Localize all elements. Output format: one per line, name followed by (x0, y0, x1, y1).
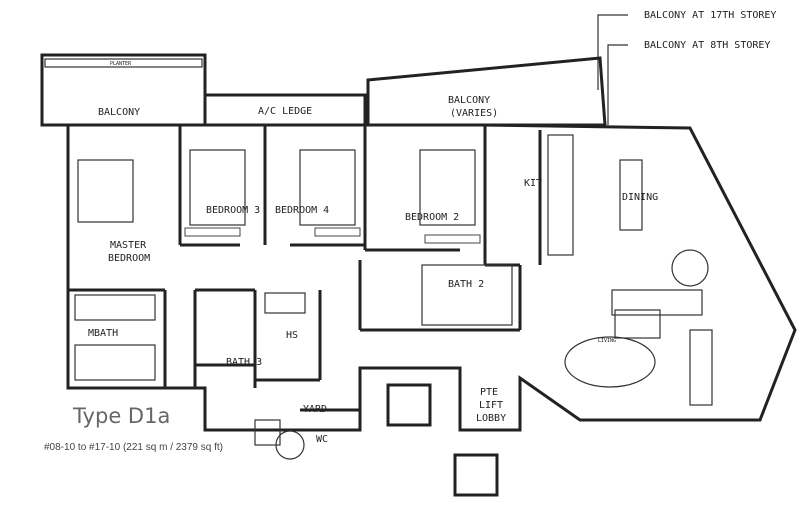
balcony-varies-label: BALCONY (448, 95, 490, 106)
bath2-label: BATH 2 (448, 279, 484, 290)
exterior-walls (66, 123, 797, 432)
balcony-varies-note: (VARIES) (450, 108, 498, 119)
hs-label: HS (286, 330, 298, 341)
unit-type-title: Type D1a (72, 404, 170, 428)
interior-walls (68, 125, 542, 497)
callout-lines (597, 14, 628, 125)
dining-label: DINING (622, 192, 658, 203)
pte-lift-lobby-label-3: LOBBY (476, 413, 506, 424)
balcony-varies (366, 56, 607, 127)
living-label: LIVING (598, 338, 616, 344)
bedroom4-label: BEDROOM 4 (275, 205, 329, 216)
callout-17th-storey: BALCONY AT 17TH STOREY (644, 10, 776, 21)
ac-ledge-label: A/C LEDGE (258, 106, 312, 117)
wc-label: WC (316, 434, 328, 445)
master-bedroom-label-1: MASTER (110, 240, 147, 251)
pte-lift-lobby-label-1: PTE (480, 387, 498, 398)
unit-info: #08-10 to #17-10 (221 sq m / 2379 sq ft) (44, 442, 223, 453)
callout-8th-storey: BALCONY AT 8TH STOREY (644, 40, 770, 51)
bath3-label: BATH 3 (226, 357, 262, 368)
bedroom3-label: BEDROOM 3 (206, 205, 260, 216)
master-bedroom-label-2: BEDROOM (108, 253, 150, 264)
pte-lift-lobby-label-2: LIFT (479, 400, 503, 411)
planter-label: PLANTER (110, 61, 132, 67)
balcony-label: BALCONY (98, 107, 140, 118)
mbath-label: MBATH (88, 328, 118, 339)
kit-label: KIT (524, 178, 542, 189)
furniture (74, 134, 713, 460)
bedroom2-label: BEDROOM 2 (405, 212, 459, 223)
yard-label: YARD (303, 404, 327, 415)
